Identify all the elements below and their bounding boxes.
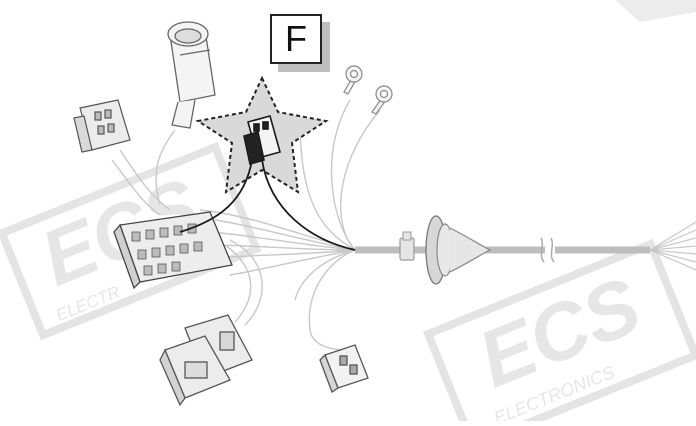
small-connector-left bbox=[73, 99, 131, 153]
grommet bbox=[425, 215, 492, 285]
connector-label-box: F bbox=[270, 14, 330, 72]
multi-pin-connector bbox=[113, 211, 233, 290]
watermark-corner bbox=[615, 0, 696, 22]
ring-terminal-2 bbox=[371, 85, 393, 115]
connector-label: F bbox=[270, 14, 322, 64]
round-connector-top bbox=[167, 21, 216, 129]
ring-terminal-1 bbox=[343, 65, 363, 95]
watermark-right: ECS ELECTRONICS bbox=[422, 238, 696, 426]
connector-f bbox=[243, 115, 281, 166]
main-cable bbox=[355, 231, 650, 263]
dark-wires bbox=[179, 159, 356, 251]
large-connector-bottom bbox=[159, 314, 253, 407]
cable-end-fan bbox=[649, 221, 696, 271]
small-connector-bottom bbox=[319, 344, 369, 393]
